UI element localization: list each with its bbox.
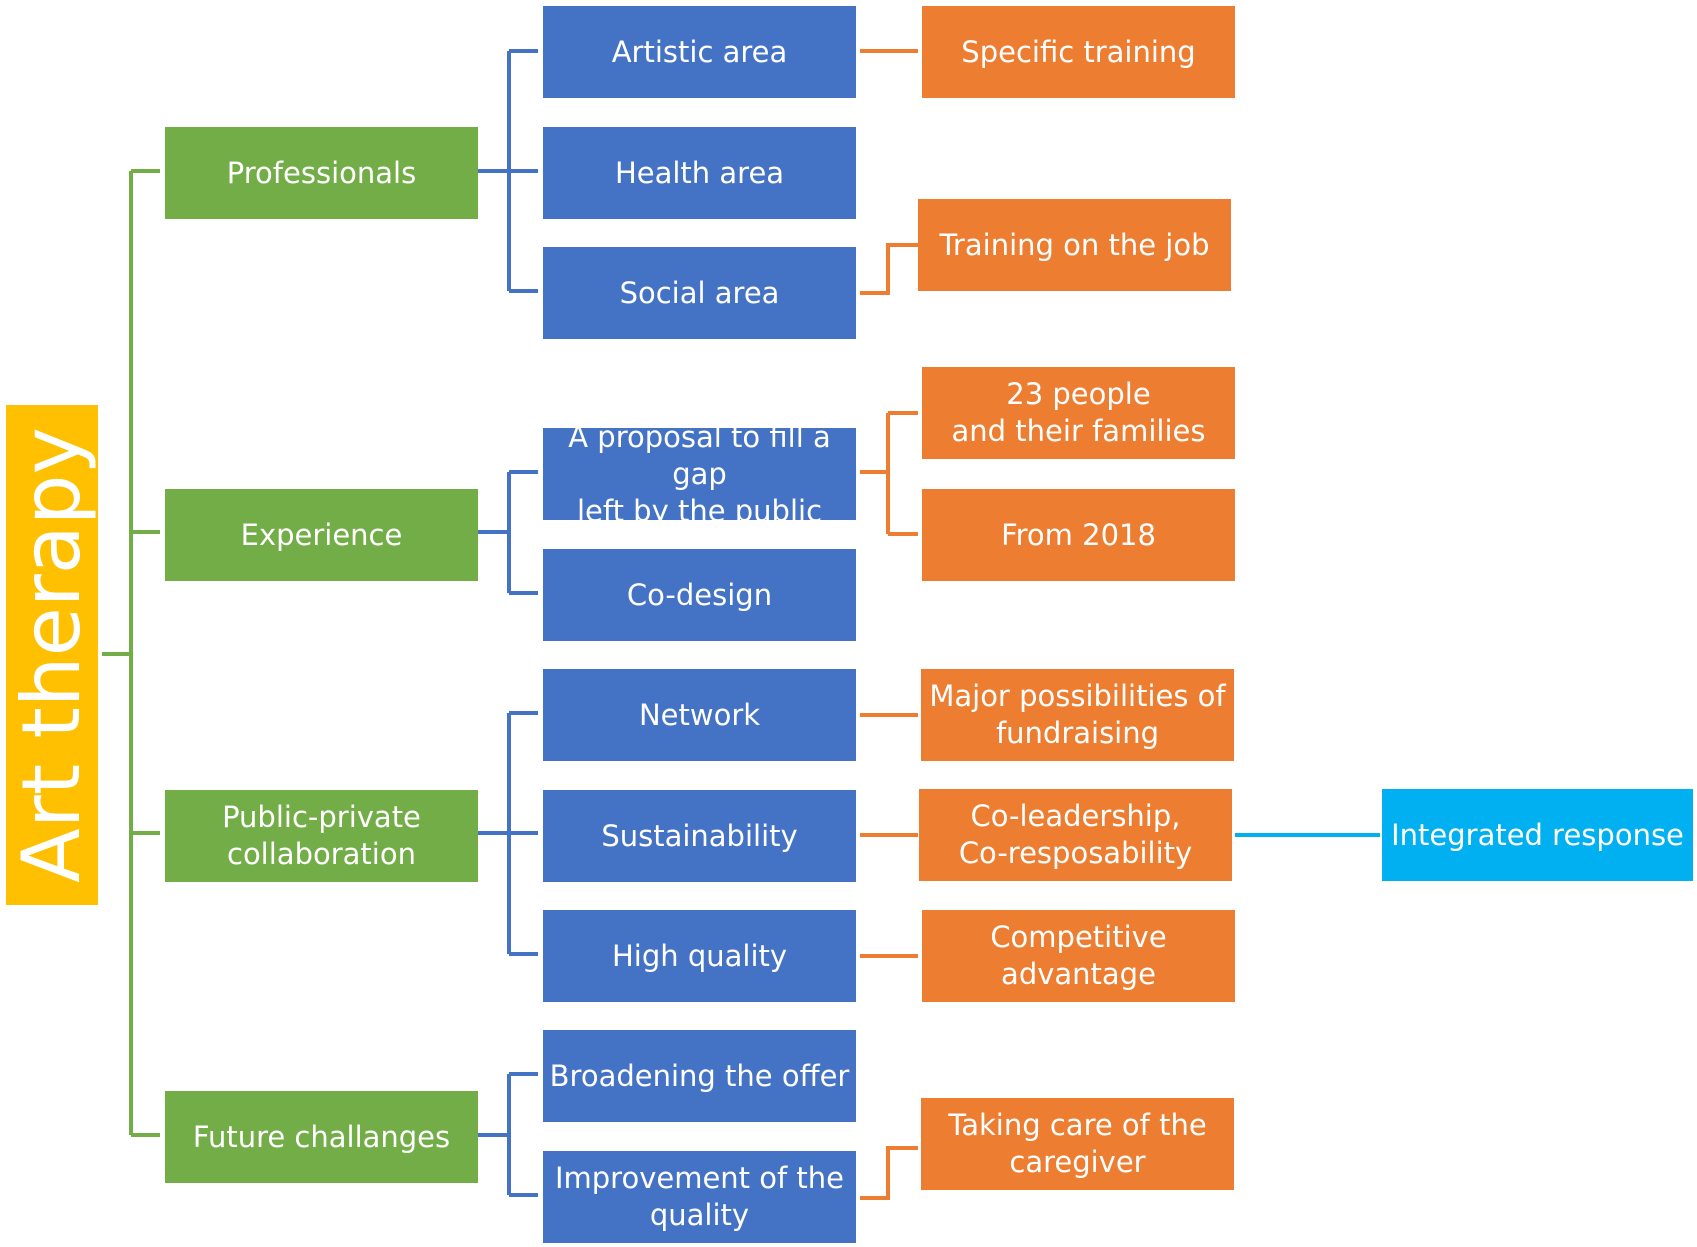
node-network: Network — [543, 669, 856, 761]
node-social-area: Social area — [543, 247, 856, 339]
node-public-private-collaboration: Public-private collaboration — [165, 790, 478, 882]
node-proposal-fill-gap: A proposal to fill a gap left by the pub… — [543, 420, 856, 528]
root-connectors — [102, 169, 160, 1137]
node-specific-training: Specific training — [922, 6, 1235, 98]
node-artistic-area: Artistic area — [543, 6, 856, 98]
node-experience: Experience — [165, 489, 478, 581]
node-future-challanges: Future challanges — [165, 1091, 478, 1183]
node-co-leadership: Co-leadership, Co-resposability — [919, 789, 1232, 881]
node-co-design: Co-design — [543, 549, 856, 641]
node-broadening-the-offer: Broadening the offer — [543, 1030, 856, 1122]
node-sustainability: Sustainability — [543, 790, 856, 882]
node-training-on-the-job: Training on the job — [918, 199, 1231, 291]
connector-professionals-children — [478, 49, 538, 293]
node-from-2018: From 2018 — [922, 489, 1235, 581]
connector-social-onjob — [860, 243, 918, 295]
node-integrated-response: Integrated response — [1382, 789, 1693, 881]
node-taking-care-caregiver: Taking care of the caregiver — [921, 1098, 1234, 1190]
root-connector-trunk — [102, 171, 133, 1135]
node-improvement-of-quality: Improvement of the quality — [543, 1151, 856, 1243]
connector-proposal-children — [860, 411, 918, 536]
node-professionals: Professionals — [165, 127, 478, 219]
node-fundraising: Major possibilities of fundraising — [921, 669, 1234, 761]
node-health-area: Health area — [543, 127, 856, 219]
node-23-people: 23 people and their families — [922, 367, 1235, 459]
connector-public-private-children — [478, 711, 538, 956]
level1-connectors — [478, 49, 538, 1197]
root-art-therapy: Art therapy — [5, 405, 98, 905]
node-high-quality: High quality — [543, 910, 856, 1002]
root-label: Art therapy — [5, 427, 98, 883]
connector-future-children — [478, 1072, 538, 1197]
connector-improvement-caregiver — [860, 1146, 918, 1200]
level2-connectors — [860, 49, 918, 1200]
node-competitive-advantage: Competitive advantage — [922, 910, 1235, 1002]
connector-experience-children — [478, 470, 538, 595]
